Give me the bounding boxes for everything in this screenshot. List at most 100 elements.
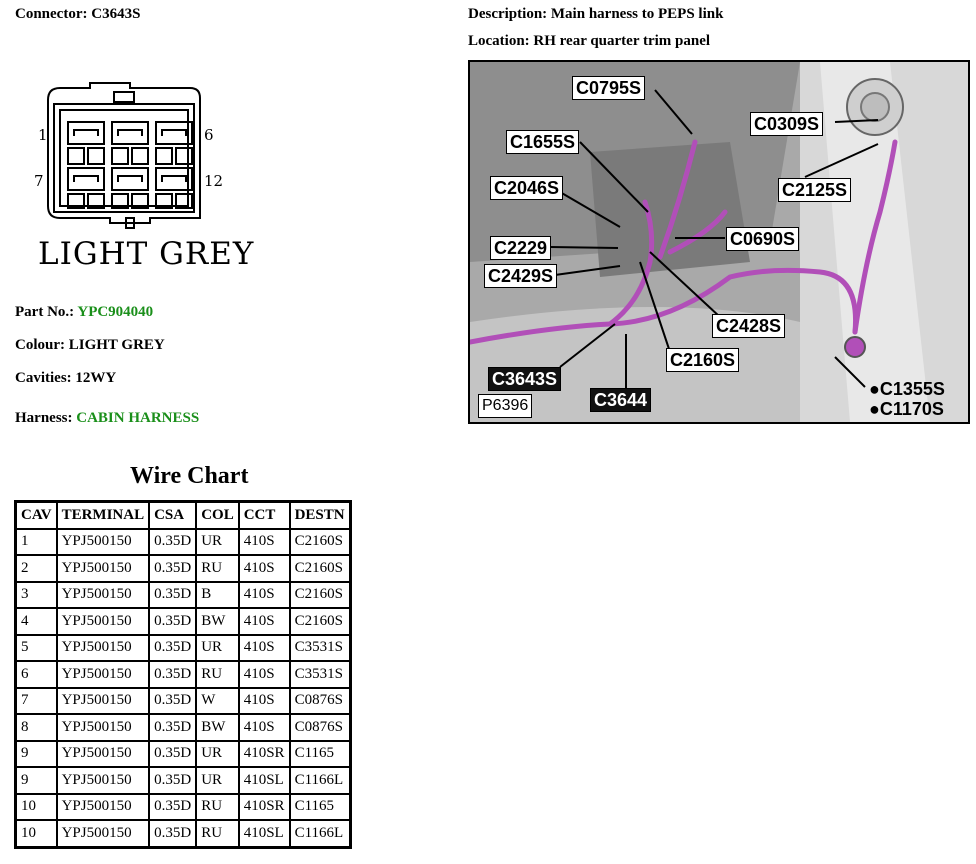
part-no-label: Part No.: [15,304,75,320]
cell-col: BW [195,713,240,742]
connector-label: Connector: C3643S [15,6,141,22]
pin-label-1: 1 [38,126,48,144]
callout-c2160s: C2160S [666,348,740,372]
callout-c1355s: ●C1355S [869,379,945,399]
cell-cct: 410S [237,686,291,715]
cell-cav: 1 [14,527,58,556]
cell-col: RU [195,660,240,689]
cell-cct: 410S [237,527,291,556]
cell-cav: 6 [14,660,58,689]
cell-destn: C1165 [288,739,352,768]
cell-cct: 410S [237,607,291,636]
harness-label: Harness: [15,410,73,426]
cell-cav: 2 [14,554,58,583]
pin-label-7: 7 [34,172,44,190]
cell-terminal: YPJ500150 [55,713,151,742]
cell-col: BW [195,607,240,636]
connector-colour-text: LIGHT GREY [38,236,255,272]
connector-face-diagram: 1 6 7 12 [34,82,223,229]
cell-cct: 410S [237,580,291,609]
cell-terminal: YPJ500150 [55,607,151,636]
cell-cav: 7 [14,686,58,715]
callout-c0309s: C0309S [750,112,824,136]
cell-col: UR [195,739,240,768]
pin-label-6: 6 [204,126,214,144]
wire-chart-header-row: CAV TERMINAL CSA COL CCT DESTN [14,500,352,530]
cell-cct: 410S [237,713,291,742]
cell-csa: 0.35D [148,607,198,636]
cell-destn: C1166L [288,819,352,848]
part-no-link[interactable]: YPC904040 [77,304,154,320]
cell-cav: 10 [14,792,58,821]
location-photo: C0795S C0309S C1655S C2125S C2046S C0690… [468,60,970,424]
cell-destn: C1166L [288,766,352,795]
cell-terminal: YPJ500150 [55,819,151,848]
cell-cct: 410S [237,660,291,689]
callout-c2429s: C2429S [484,264,558,288]
harness-row: Harness: CABIN HARNESS [15,410,199,427]
callout-c3643s: C3643S [488,367,562,391]
cell-terminal: YPJ500150 [55,633,151,662]
cell-csa: 0.35D [148,766,198,795]
cell-destn: C3531S [288,633,352,662]
header-csa: CSA [148,500,198,530]
description-label: Description: Main harness to PEPS link [468,6,724,22]
cell-cav: 9 [14,739,58,768]
colour-row: Colour: LIGHT GREY [15,337,165,353]
cavities-row: Cavities: 12WY [15,370,117,386]
cell-destn: C0876S [288,686,352,715]
cell-cct: 410SL [237,766,291,795]
cell-cct: 410SR [237,792,291,821]
photo-ref-label: P6396 [478,394,533,418]
cell-cav: 9 [14,766,58,795]
cell-terminal: YPJ500150 [55,527,151,556]
cell-csa: 0.35D [148,633,198,662]
cell-col: UR [195,633,240,662]
cell-csa: 0.35D [148,713,198,742]
cell-col: RU [195,792,240,821]
cell-csa: 0.35D [148,660,198,689]
header-col: COL [195,500,240,530]
callout-c0690s: C0690S [726,227,800,251]
header-destn: DESTN [288,500,352,530]
cell-cct: 410S [237,554,291,583]
harness-link[interactable]: CABIN HARNESS [76,410,200,426]
cell-cav: 4 [14,607,58,636]
cell-destn: C1165 [288,792,352,821]
callout-c2125s: C2125S [778,178,852,202]
cell-csa: 0.35D [148,527,198,556]
cell-cav: 10 [14,819,58,848]
cell-cav: 3 [14,580,58,609]
cell-csa: 0.35D [148,739,198,768]
header-terminal: TERMINAL [55,500,151,530]
callout-c2046s: C2046S [490,176,564,200]
cell-terminal: YPJ500150 [55,766,151,795]
cell-destn: C2160S [288,527,352,556]
callout-c2428s: C2428S [712,314,786,338]
location-label: Location: RH rear quarter trim panel [468,33,711,49]
vehicle-interior-image [470,62,968,422]
cell-destn: C2160S [288,607,352,636]
cell-terminal: YPJ500150 [55,686,151,715]
cell-cct: 410SR [237,739,291,768]
cell-terminal: YPJ500150 [55,739,151,768]
callout-c1170s: ●C1170S [869,399,944,419]
cell-terminal: YPJ500150 [55,660,151,689]
cell-terminal: YPJ500150 [55,580,151,609]
wire-chart-title: Wire Chart [130,463,249,489]
cell-cav: 5 [14,633,58,662]
cell-col: UR [195,527,240,556]
cell-col: RU [195,819,240,848]
